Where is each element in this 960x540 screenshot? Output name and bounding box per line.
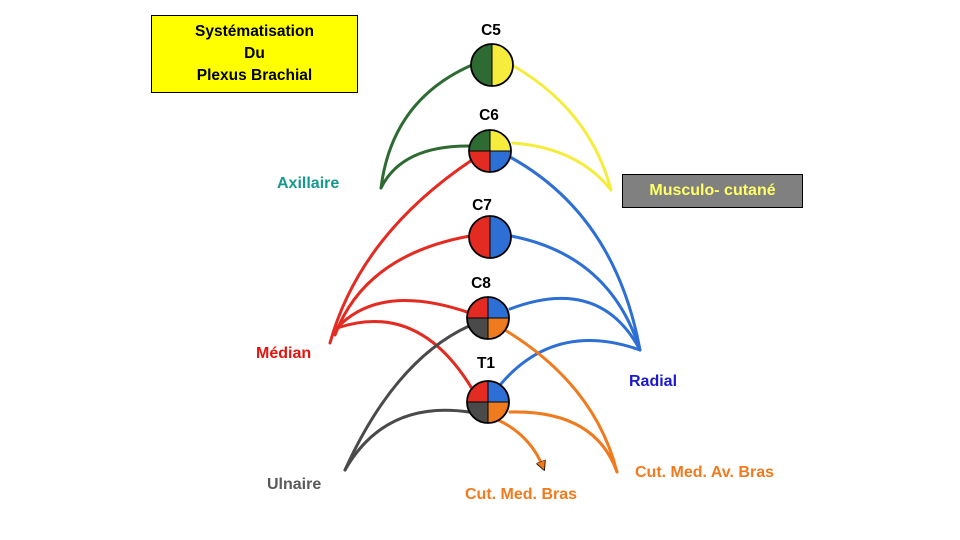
root-outline	[468, 129, 512, 173]
nerve-label-musculo-cutane: Musculo- cutané	[649, 182, 776, 199]
path-median-c6	[328, 158, 474, 345]
root-node-t1	[466, 380, 510, 424]
root-node-c8	[466, 296, 510, 340]
root-label-c7: C7	[472, 197, 492, 214]
path-median-c8	[335, 299, 472, 330]
root-outline	[470, 43, 514, 87]
root-label-c5: C5	[481, 22, 501, 39]
path-musculo-c5	[510, 63, 613, 192]
root-outline	[468, 215, 512, 259]
root-outline	[466, 380, 510, 424]
segment-axillaire	[470, 43, 493, 87]
title-line-3: Plexus Brachial	[196, 67, 313, 84]
segment-radial	[489, 215, 512, 259]
title-line-1: Systématisation	[195, 23, 314, 40]
nerve-label-cut-med-bras: Cut. Med. Bras	[465, 486, 578, 503]
path-musculo-c6	[511, 141, 613, 192]
root-outline	[466, 296, 510, 340]
path-radial-c6	[508, 155, 642, 352]
path-median-t1	[335, 320, 476, 394]
nerve-label-median: Médian	[256, 345, 312, 362]
path-axillaire-c5	[379, 63, 474, 190]
path-axillaire-c6	[379, 144, 473, 190]
nerve-label-cut-med-av-bras: Cut. Med. Av. Bras	[635, 464, 774, 481]
title-box: Systématisation Du Plexus Brachial	[151, 15, 358, 93]
path-cut-bras-t1	[496, 418, 543, 467]
path-cut-av-bras-t1	[508, 410, 619, 474]
root-node-c6	[468, 129, 512, 173]
root-label-c6: C6	[479, 107, 499, 124]
musculo-cutane-box: Musculo- cutané	[622, 174, 803, 208]
root-label-t1: T1	[476, 355, 496, 372]
root-label-c8: C8	[471, 275, 491, 292]
nerve-label-axillaire: Axillaire	[277, 175, 340, 192]
segment-musculo_cutane	[491, 43, 514, 87]
path-radial-c7	[509, 234, 642, 352]
root-node-c5	[470, 43, 514, 87]
path-ulnaire-c8	[343, 324, 471, 472]
nerve-label-ulnaire: Ulnaire	[267, 476, 322, 493]
root-node-c7	[468, 215, 512, 259]
path-radial-c8	[508, 296, 642, 352]
title-line-2: Du	[244, 45, 265, 62]
nerve-label-radial: Radial	[629, 373, 678, 390]
path-radial-t1	[498, 339, 642, 387]
path-median-c7	[333, 234, 472, 337]
path-ulnaire-t1	[343, 408, 471, 472]
segment-median	[468, 215, 491, 259]
path-cut-av-bras-c8	[503, 328, 619, 474]
